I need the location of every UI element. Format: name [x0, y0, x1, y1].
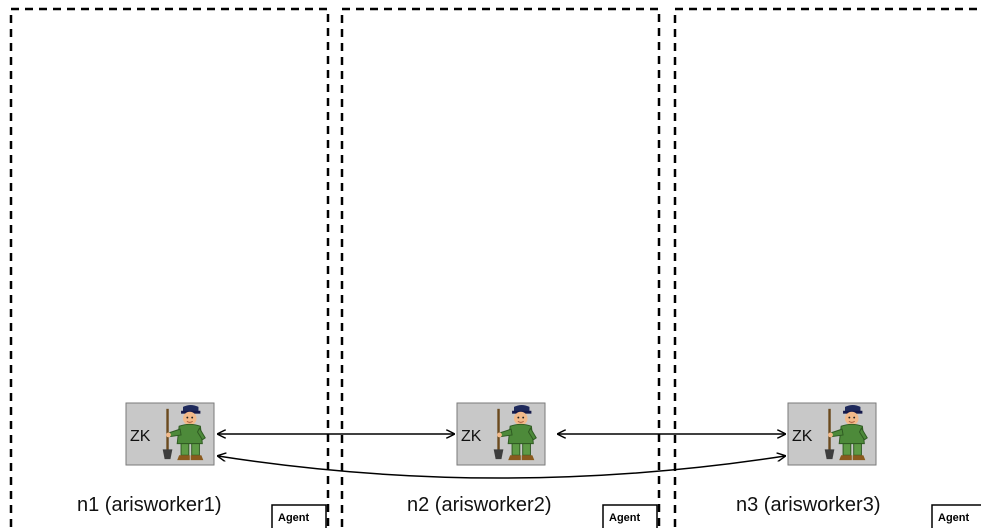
- node-label-n1: n1 (arisworker1): [77, 494, 221, 516]
- node-label-n2: n2 (arisworker2): [407, 494, 551, 516]
- agent-label: Agent: [278, 512, 310, 524]
- node-container-n1: [9, 7, 330, 528]
- connection-n1-n3: [218, 456, 785, 479]
- agent-box-n2: Agent: [602, 504, 658, 528]
- node-container-n3: [673, 7, 981, 528]
- zk-label: ZK: [792, 428, 813, 445]
- agent-label: Agent: [938, 512, 970, 524]
- agent-box-n1: Agent: [271, 504, 327, 528]
- zk-node-n1: ZK: [125, 402, 215, 466]
- zk-label: ZK: [130, 428, 151, 445]
- zk-node-n2: ZK: [456, 402, 546, 466]
- agent-box-n3: Agent: [931, 504, 981, 528]
- node-label-n3: n3 (arisworker3): [736, 494, 880, 516]
- node-container-n2: [340, 7, 661, 528]
- agent-label: Agent: [609, 512, 641, 524]
- zk-node-n3: ZK: [787, 402, 877, 466]
- zk-label: ZK: [461, 428, 482, 445]
